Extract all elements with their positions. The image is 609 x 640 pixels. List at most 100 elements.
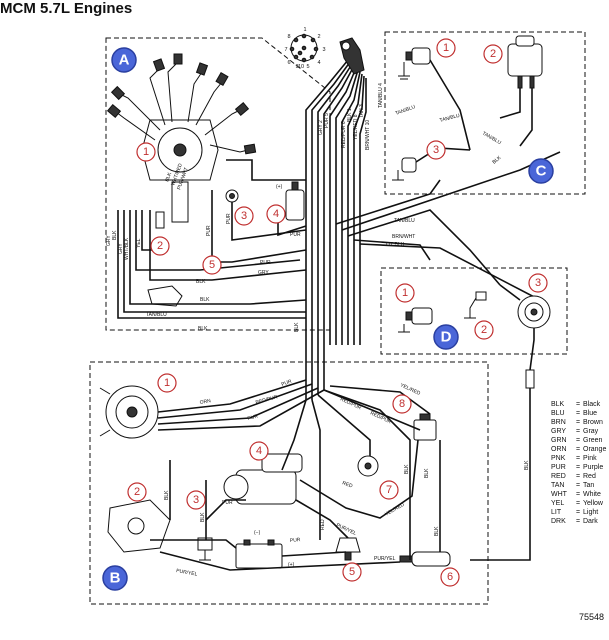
color-legend: BLK=Black BLU=Blue BRN=Brown GRY=Gray GR… [551, 400, 606, 526]
svg-text:YEL: YEL [136, 238, 142, 248]
alternator [99, 385, 159, 439]
svg-text:BLK: BLK [200, 297, 210, 303]
svg-text:PUR: PUR [290, 232, 301, 238]
callout-a3: 3 [234, 206, 254, 226]
svg-text:TAN/BLU: TAN/BLU [481, 131, 502, 147]
svg-text:4: 4 [273, 208, 279, 220]
callout-d1: 1 [395, 283, 415, 303]
pin-label: 6 [287, 60, 290, 66]
starter-motor [223, 453, 303, 505]
harness-plug [339, 37, 365, 75]
svg-text:5: 5 [349, 566, 355, 578]
svg-text:BLK: BLK [164, 171, 173, 183]
callout-a5: 5 [202, 255, 222, 275]
legend-row: LIT=Light [551, 509, 599, 516]
svg-text:PUR: PUR [222, 500, 233, 506]
svg-text:BRN/WHT: BRN/WHT [392, 234, 415, 240]
legend-row: BLK=Black [551, 401, 601, 408]
svg-text:RED/PUR: RED/PUR [339, 396, 362, 411]
battery-positive-mark: (+) [288, 562, 295, 568]
callout-c3: 3 [426, 140, 446, 160]
svg-text:PUR: PUR [290, 537, 301, 544]
svg-text:7: 7 [386, 484, 392, 496]
callout-a4: 4 [266, 204, 286, 224]
svg-text:BLK: BLK [424, 468, 430, 478]
section-badge-b: B [102, 565, 128, 591]
svg-text:PUR: PUR [226, 213, 232, 224]
legend-row: PNK=Pink [551, 455, 597, 462]
svg-text:6: 6 [447, 571, 453, 583]
svg-text:TAN 3: TAN 3 [359, 104, 365, 118]
section-badge-a: A [111, 47, 137, 73]
engine-block [107, 499, 171, 553]
page-title: MCM 5.7L Engines [0, 0, 133, 17]
callout-b2: 2 [127, 482, 147, 502]
svg-text:3: 3 [433, 144, 439, 156]
section-d-sensors [398, 284, 551, 371]
svg-text:1: 1 [443, 42, 449, 54]
svg-text:A: A [119, 52, 130, 69]
svg-text:2: 2 [490, 48, 496, 60]
svg-text:PUR/YEL: PUR/YEL [176, 568, 198, 578]
svg-text:8: 8 [399, 398, 405, 410]
svg-text:PUR 5: PUR 5 [324, 113, 330, 128]
svg-text:C: C [536, 163, 547, 180]
pin-label: 10 [298, 64, 304, 70]
svg-text:BLK: BLK [524, 460, 530, 470]
harness-wire-labels: GRY 2 PUR 5 RED/PUR 6 BLK 1 TAN/BLU 4 YE… [318, 83, 384, 150]
svg-text:RED/PUR: RED/PUR [369, 410, 392, 425]
svg-text:BLK: BLK [491, 154, 503, 165]
callout-d2: 2 [474, 320, 494, 340]
svg-text:PUR/YEL: PUR/YEL [374, 556, 396, 562]
pin-label: 2 [317, 34, 320, 40]
legend-row: RED=Red [551, 473, 596, 480]
pin-label: 9 [295, 64, 298, 70]
svg-text:BLK: BLK [294, 322, 300, 332]
svg-text:1: 1 [143, 146, 149, 158]
callout-b1: 1 [157, 373, 177, 393]
section-badge-c: C [528, 158, 554, 184]
legend-row: YEL=Yellow [551, 500, 603, 507]
svg-text:2: 2 [157, 240, 163, 252]
pin-label: 7 [284, 47, 287, 53]
svg-text:BLK: BLK [164, 490, 170, 500]
legend-row: BLU=Blue [551, 410, 598, 417]
connector-face: 1 2 3 4 5 6 7 8 9 10 [284, 27, 325, 70]
pin-label: 5 [306, 64, 309, 70]
svg-text:BLK: BLK [434, 526, 440, 536]
svg-text:GRY: GRY [106, 235, 112, 246]
svg-text:TAN/BLU: TAN/BLU [439, 113, 461, 124]
svg-text:GRY: GRY [258, 270, 269, 276]
legend-row: DRK=Dark [551, 518, 598, 525]
svg-text:5: 5 [209, 259, 215, 271]
svg-text:WHT/BLK: WHT/BLK [124, 237, 130, 260]
svg-text:TAN/BLU: TAN/BLU [146, 312, 167, 318]
svg-text:YEL/RED: YEL/RED [384, 502, 406, 518]
sender-b5 [335, 537, 361, 561]
svg-text:3: 3 [535, 277, 541, 289]
callout-a2: 2 [150, 236, 170, 256]
callout-d3: 3 [528, 273, 548, 293]
section-c-sensors: TAN/BLU TAN/BLU TAN/BLU BLK [392, 35, 543, 181]
section-badges: A B C D [102, 47, 554, 591]
section-a-ignition: (+) BLK WHT/RED PUR/WHT GRY BLK GRY WHT/… [106, 53, 415, 332]
svg-text:RED/PUR: RED/PUR [255, 394, 279, 406]
svg-text:3: 3 [193, 494, 199, 506]
legend-row: GRN=Green [551, 437, 603, 444]
svg-text:RED/PUR 6: RED/PUR 6 [341, 121, 347, 148]
callout-a1: 1 [136, 142, 156, 162]
sender-b6 [399, 551, 451, 567]
battery: (−) (+) [235, 530, 295, 569]
svg-text:PUR: PUR [260, 260, 271, 266]
svg-text:1: 1 [402, 287, 408, 299]
pin-label: 3 [322, 47, 325, 53]
callout-b7: 7 [379, 480, 399, 500]
callout-c1: 1 [436, 38, 456, 58]
callout-b8: 8 [392, 394, 412, 414]
legend-row: BRN=Brown [551, 419, 603, 426]
callout-b5: 5 [342, 562, 362, 582]
callout-c2: 2 [483, 44, 503, 64]
fluid-reservoir [507, 35, 543, 89]
svg-text:YEL/RED 8: YEL/RED 8 [353, 114, 359, 140]
